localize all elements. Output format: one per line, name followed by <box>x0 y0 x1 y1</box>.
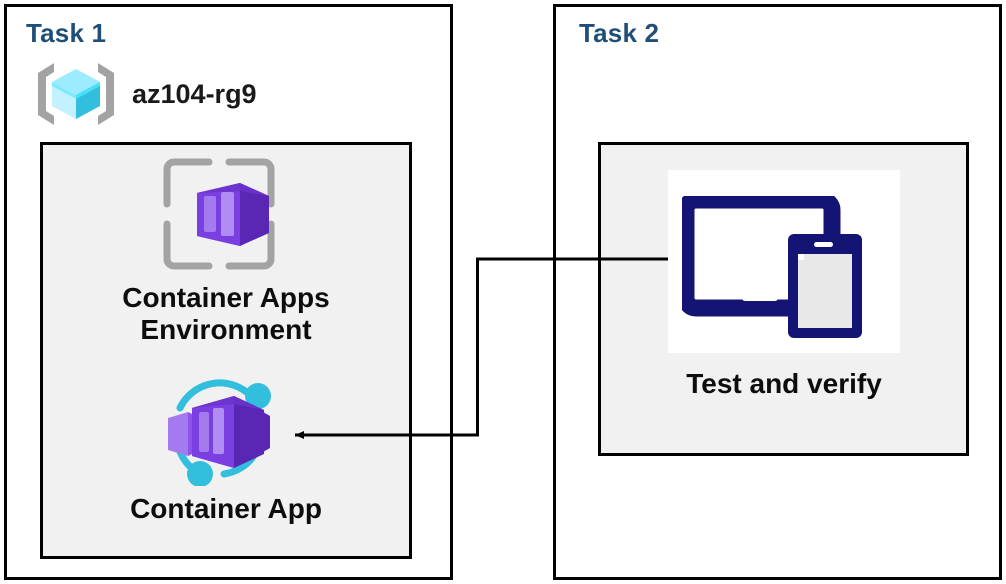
resource-group-header: az104-rg9 <box>34 58 374 130</box>
label-line-2: Environment <box>140 314 312 346</box>
task-2-title: Task 2 <box>579 18 660 48</box>
container-app-icon <box>158 374 282 486</box>
orbit-dot-bottom <box>187 461 213 486</box>
devices-tablet-phone-icon <box>682 196 886 342</box>
container-apps-environment-icon <box>161 156 277 272</box>
resource-group-icon <box>34 59 118 129</box>
label-line-1: Container Apps <box>122 282 330 313</box>
label-line-1: Container App <box>130 493 322 524</box>
resource-group-name: az104-rg9 <box>132 78 257 109</box>
orbit-dot-top <box>245 383 271 409</box>
container-app-label: Container App <box>50 493 402 525</box>
task-1-title: Task 1 <box>26 18 107 48</box>
test-and-verify-label: Test and verify <box>686 368 882 399</box>
container-apps-environment-label: Container Apps Environment <box>50 282 402 347</box>
